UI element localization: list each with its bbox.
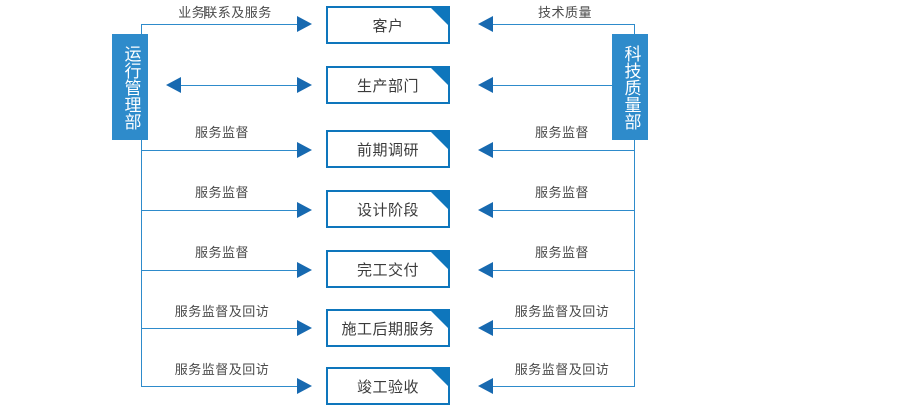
row-3-left-label: 服务监督 (194, 126, 250, 141)
stage-box-2[interactable]: 生产部门 (326, 66, 450, 104)
row-1-left-line (141, 24, 298, 25)
row-2-right-line (493, 85, 635, 86)
row-3-right-arrowhead (478, 142, 493, 158)
left-trunk-top (141, 24, 142, 36)
stage-box-5-label: 完工交付 (356, 260, 419, 279)
folded-corner-icon (431, 192, 448, 209)
row-4-left-arrowhead (297, 202, 312, 218)
row-7-left-arrowhead (297, 378, 312, 394)
row-5-right-line (493, 270, 635, 271)
stage-box-6-label: 施工后期服务 (341, 319, 435, 338)
row-1-right-arrowhead (478, 16, 493, 32)
folded-corner-icon (431, 68, 448, 85)
text-caret-artifact (204, 6, 206, 19)
row-1-right-label: 技术质量 (537, 6, 593, 21)
row-1-left-arrowhead (297, 16, 312, 32)
right-trunk-top (634, 24, 635, 36)
row-1-left-label: 业务联系及服务 (178, 2, 272, 21)
folded-corner-icon (431, 311, 448, 328)
row-5-left-arrowhead (297, 262, 312, 278)
right-trunk-main (634, 138, 635, 386)
department-box-left[interactable]: 运行管理部 (112, 34, 148, 140)
row-3-left-arrowhead (297, 142, 312, 158)
stage-box-1-label: 客户 (372, 16, 404, 35)
row-1-left-label-b: 联系及服务 (204, 6, 272, 21)
row-6-left-line (141, 328, 298, 329)
row-1-right-line (493, 24, 635, 25)
row-7-right-label: 服务监督及回访 (514, 363, 610, 378)
stage-box-4-label: 设计阶段 (356, 200, 419, 219)
row-4-left-label: 服务监督 (194, 186, 250, 201)
folded-corner-icon (431, 8, 448, 25)
row-2-left-arrowhead-left (166, 77, 181, 93)
stage-box-7-label: 竣工验收 (356, 377, 419, 396)
row-7-left-line (141, 386, 298, 387)
row-2-right-arrowhead (478, 77, 493, 93)
row-5-left-label: 服务监督 (194, 246, 250, 261)
department-box-right[interactable]: 科技质量部 (612, 34, 648, 140)
stage-box-2-label: 生产部门 (356, 76, 419, 95)
row-7-right-arrowhead (478, 378, 493, 394)
row-3-right-label: 服务监督 (534, 126, 590, 141)
stage-box-1[interactable]: 客户 (326, 6, 450, 44)
row-6-right-label: 服务监督及回访 (514, 305, 610, 320)
row-3-right-line (493, 150, 635, 151)
stage-box-3-label: 前期调研 (356, 140, 419, 159)
row-4-right-label: 服务监督 (534, 186, 590, 201)
row-5-right-arrowhead (478, 262, 493, 278)
stage-box-4[interactable]: 设计阶段 (326, 190, 450, 228)
folded-corner-icon (431, 252, 448, 269)
row-5-right-label: 服务监督 (534, 246, 590, 261)
left-trunk-main (141, 138, 142, 386)
stage-box-5[interactable]: 完工交付 (326, 250, 450, 288)
row-7-right-line (493, 386, 635, 387)
row-5-left-line (141, 270, 298, 271)
row-2-left-arrowhead-right (297, 77, 312, 93)
row-7-left-label: 服务监督及回访 (174, 363, 270, 378)
row-4-right-line (493, 210, 635, 211)
stage-box-6[interactable]: 施工后期服务 (326, 309, 450, 347)
stage-box-7[interactable]: 竣工验收 (326, 367, 450, 405)
folded-corner-icon (431, 369, 448, 386)
row-4-right-arrowhead (478, 202, 493, 218)
row-6-left-label: 服务监督及回访 (174, 305, 270, 320)
row-2-left-line (180, 85, 298, 86)
row-6-right-arrowhead (478, 320, 493, 336)
row-1-left-label-a: 业务 (178, 6, 206, 21)
stage-box-3[interactable]: 前期调研 (326, 130, 450, 168)
row-6-left-arrowhead (297, 320, 312, 336)
row-3-left-line (141, 150, 298, 151)
row-6-right-line (493, 328, 635, 329)
folded-corner-icon (431, 132, 448, 149)
row-4-left-line (141, 210, 298, 211)
